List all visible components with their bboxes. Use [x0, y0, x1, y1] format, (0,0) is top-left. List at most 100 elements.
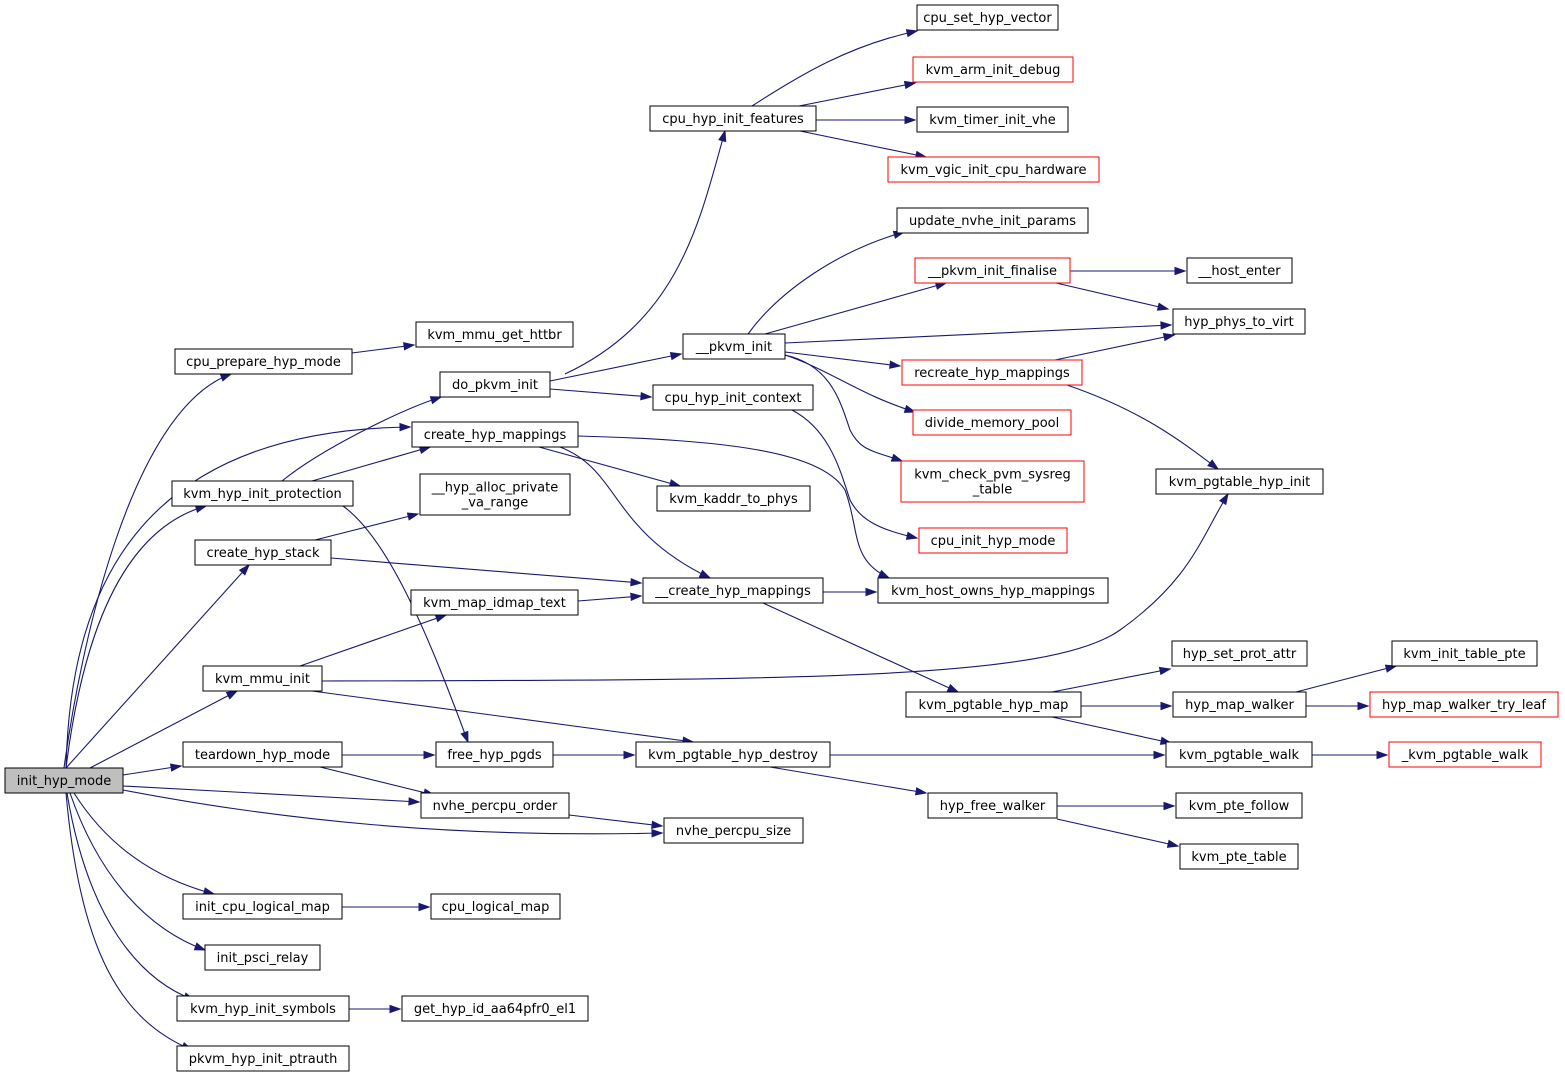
node-kvm-host-owns-hyp-mappings[interactable]: kvm_host_owns_hyp_mappings — [877, 577, 1109, 604]
node-box — [401, 995, 589, 1022]
node-kvm-pgtable-hyp-map[interactable]: kvm_pgtable_hyp_map — [905, 691, 1082, 718]
node-kvm-pte-follow[interactable]: kvm_pte_follow — [1175, 792, 1303, 819]
node-label: nvhe_percpu_size — [676, 824, 791, 839]
node-cpu-logical-map[interactable]: cpu_logical_map — [430, 893, 561, 920]
node-cpu-init-hyp-mode[interactable]: cpu_init_hyp_mode — [918, 527, 1068, 554]
edge-kvm_mmu_init-to-kvm_pgtable_hyp_init — [321, 492, 1229, 682]
node-hyp-map-walker[interactable]: hyp_map_walker — [1172, 691, 1307, 718]
node-hyp-phys-to-virt[interactable]: hyp_phys_to_virt — [1172, 308, 1306, 335]
node-box — [1155, 468, 1324, 495]
edge-init_hyp_mode-to-cpu_prepare_hyp_mode — [63, 373, 233, 769]
node-do-pkvm-init[interactable]: do_pkvm_init — [439, 371, 551, 398]
node-pkvm-init-finalise[interactable]: __pkvm_init_finalise — [914, 257, 1071, 284]
node-kvm-hyp-init-protection[interactable]: kvm_hyp_init_protection — [171, 480, 354, 507]
node-kvm-init-table-pte[interactable]: kvm_init_table_pte — [1391, 640, 1538, 667]
node-kvm-timer-init-vhe[interactable]: kvm_timer_init_vhe — [916, 106, 1069, 133]
edge-init_hyp_mode-to-kvm_hyp_init_symbols — [66, 792, 196, 1001]
arrowhead — [225, 690, 239, 700]
node-kvm-pgtable-walk[interactable]: kvm_pgtable_walk — [1165, 741, 1313, 768]
node-kvm-arm-init-debug[interactable]: kvm_arm_init_debug — [912, 56, 1074, 83]
node-kvm-pgtable-walk-internal[interactable]: _kvm_pgtable_walk — [1388, 741, 1542, 768]
node-host-enter[interactable]: __host_enter — [1186, 257, 1293, 284]
node-label: cpu_logical_map — [442, 900, 550, 915]
node-label: kvm_pgtable_walk — [1179, 748, 1300, 763]
node-hyp-set-prot-attr[interactable]: hyp_set_prot_attr — [1171, 640, 1308, 667]
arrowhead — [946, 683, 960, 693]
node-divide-memory-pool[interactable]: divide_memory_pool — [912, 409, 1072, 436]
node-box — [1172, 691, 1307, 718]
node-get-hyp-id-aa64pfr0-el1[interactable]: get_hyp_id_aa64pfr0_el1 — [401, 995, 589, 1022]
edge-create_hyp_stack-to-hyp_alloc_private_va_range — [314, 512, 420, 541]
node-box — [1369, 691, 1559, 718]
arrowhead — [429, 396, 443, 405]
node-box — [4, 767, 124, 794]
edge-pkvm_init_finalise-to-hyp_phys_to_virt — [1055, 282, 1170, 311]
node-init-cpu-logical-map[interactable]: init_cpu_logical_map — [182, 893, 343, 920]
node-update-nvhe-init-params[interactable]: update_nvhe_init_params — [896, 207, 1089, 234]
node-kvm-hyp-init-symbols[interactable]: kvm_hyp_init_symbols — [176, 995, 350, 1022]
node-pkvm-init[interactable]: __pkvm_init — [682, 333, 786, 360]
arrowhead — [1163, 801, 1176, 811]
node-init-hyp-mode[interactable]: init_hyp_mode — [4, 767, 124, 794]
node-kvm-check-pvm-sysreg-table[interactable]: kvm_check_pvm_sysreg_table — [900, 460, 1085, 503]
node-kvm-map-idmap-text[interactable]: kvm_map_idmap_text — [410, 589, 579, 616]
edge-init_cpu_logical_map-to-cpu_logical_map — [342, 902, 431, 912]
node-kvm-kaddr-to-phys[interactable]: kvm_kaddr_to_phys — [656, 485, 811, 512]
arrowhead — [1376, 750, 1389, 760]
node-box — [901, 359, 1083, 386]
arrowhead — [1357, 701, 1370, 711]
node-cpu-prepare-hyp-mode[interactable]: cpu_prepare_hyp_mode — [174, 348, 353, 375]
node-create-hyp-mappings[interactable]: create_hyp_mappings — [411, 421, 579, 448]
node-kvm-mmu-init[interactable]: kvm_mmu_init — [202, 665, 323, 692]
node-box — [176, 995, 350, 1022]
node-nvhe-percpu-order[interactable]: nvhe_percpu_order — [420, 792, 570, 819]
node-label: kvm_host_owns_hyp_mappings — [891, 584, 1095, 599]
node-hyp-map-walker-try-leaf[interactable]: hyp_map_walker_try_leaf — [1369, 691, 1559, 718]
node-kvm-vgic-init-cpu-hardware[interactable]: kvm_vgic_init_cpu_hardware — [887, 156, 1100, 183]
edge-init_hyp_mode-to-nvhe_percpu_order — [122, 785, 421, 806]
node-cpu-hyp-init-features[interactable]: cpu_hyp_init_features — [649, 105, 817, 132]
node-box — [656, 485, 811, 512]
node-label: hyp_phys_to_virt — [1184, 315, 1293, 330]
node-kvm-pte-table[interactable]: kvm_pte_table — [1179, 843, 1299, 870]
arrowhead — [698, 569, 712, 579]
node-box — [419, 473, 571, 516]
arrowhead — [890, 453, 904, 462]
node-box — [887, 156, 1100, 183]
arrowhead — [399, 422, 412, 432]
arrowhead — [905, 531, 919, 540]
node-pkvm-hyp-init-ptrauth[interactable]: pkvm_hyp_init_ptrauth — [176, 1045, 350, 1072]
edge-create_hyp_stack-to-create_hyp_mappings_internal — [330, 557, 643, 587]
node-free-hyp-pgds[interactable]: free_hyp_pgds — [435, 741, 554, 768]
node-label: pkvm_hyp_init_ptrauth — [189, 1052, 338, 1067]
node-cpu-set-hyp-vector[interactable]: cpu_set_hyp_vector — [916, 4, 1059, 31]
node-kvm-mmu-get-httbr[interactable]: kvm_mmu_get_httbr — [415, 321, 574, 348]
node-box — [194, 539, 332, 566]
node-box — [1179, 843, 1299, 870]
node-kvm-pgtable-hyp-init[interactable]: kvm_pgtable_hyp_init — [1155, 468, 1324, 495]
node-teardown-hyp-mode[interactable]: teardown_hyp_mode — [182, 741, 343, 768]
node-box — [912, 409, 1072, 436]
edge-kvm_hyp_init_protection-to-do_pkvm_init — [281, 396, 443, 482]
node-recreate-hyp-mappings[interactable]: recreate_hyp_mappings — [901, 359, 1083, 386]
node-create-hyp-mappings-internal[interactable]: __create_hyp_mappings — [642, 577, 824, 604]
arrowhead — [1158, 666, 1172, 676]
arrowhead — [1174, 266, 1187, 276]
node-kvm-pgtable-hyp-destroy[interactable]: kvm_pgtable_hyp_destroy — [635, 741, 831, 768]
edge-hyp_free_walker-to-kvm_pte_table — [1056, 818, 1180, 848]
node-create-hyp-stack[interactable]: create_hyp_stack — [194, 539, 332, 566]
node-label: kvm_mmu_init — [215, 672, 310, 687]
node-label: _kvm_pgtable_walk — [1401, 748, 1529, 763]
edge-kvm_pgtable_hyp_destroy-to-kvm_pgtable_walk — [830, 750, 1166, 760]
node-nvhe-percpu-size[interactable]: nvhe_percpu_size — [663, 817, 804, 844]
arrowhead — [238, 563, 251, 576]
node-label: _va_range — [461, 496, 528, 511]
node-hyp-free-walker[interactable]: hyp_free_walker — [927, 792, 1058, 819]
node-cpu-hyp-init-context[interactable]: cpu_hyp_init_context — [652, 384, 814, 411]
node-init-psci-relay[interactable]: init_psci_relay — [204, 944, 321, 971]
edge-init_hyp_mode-to-init_cpu_logical_map — [73, 792, 216, 896]
edge-pkvm_init-to-hyp_phys_to_virt — [784, 321, 1173, 344]
node-box — [916, 106, 1069, 133]
node-hyp-alloc-private-va-range[interactable]: __hyp_alloc_private_va_range — [419, 473, 571, 516]
node-box — [439, 371, 551, 398]
